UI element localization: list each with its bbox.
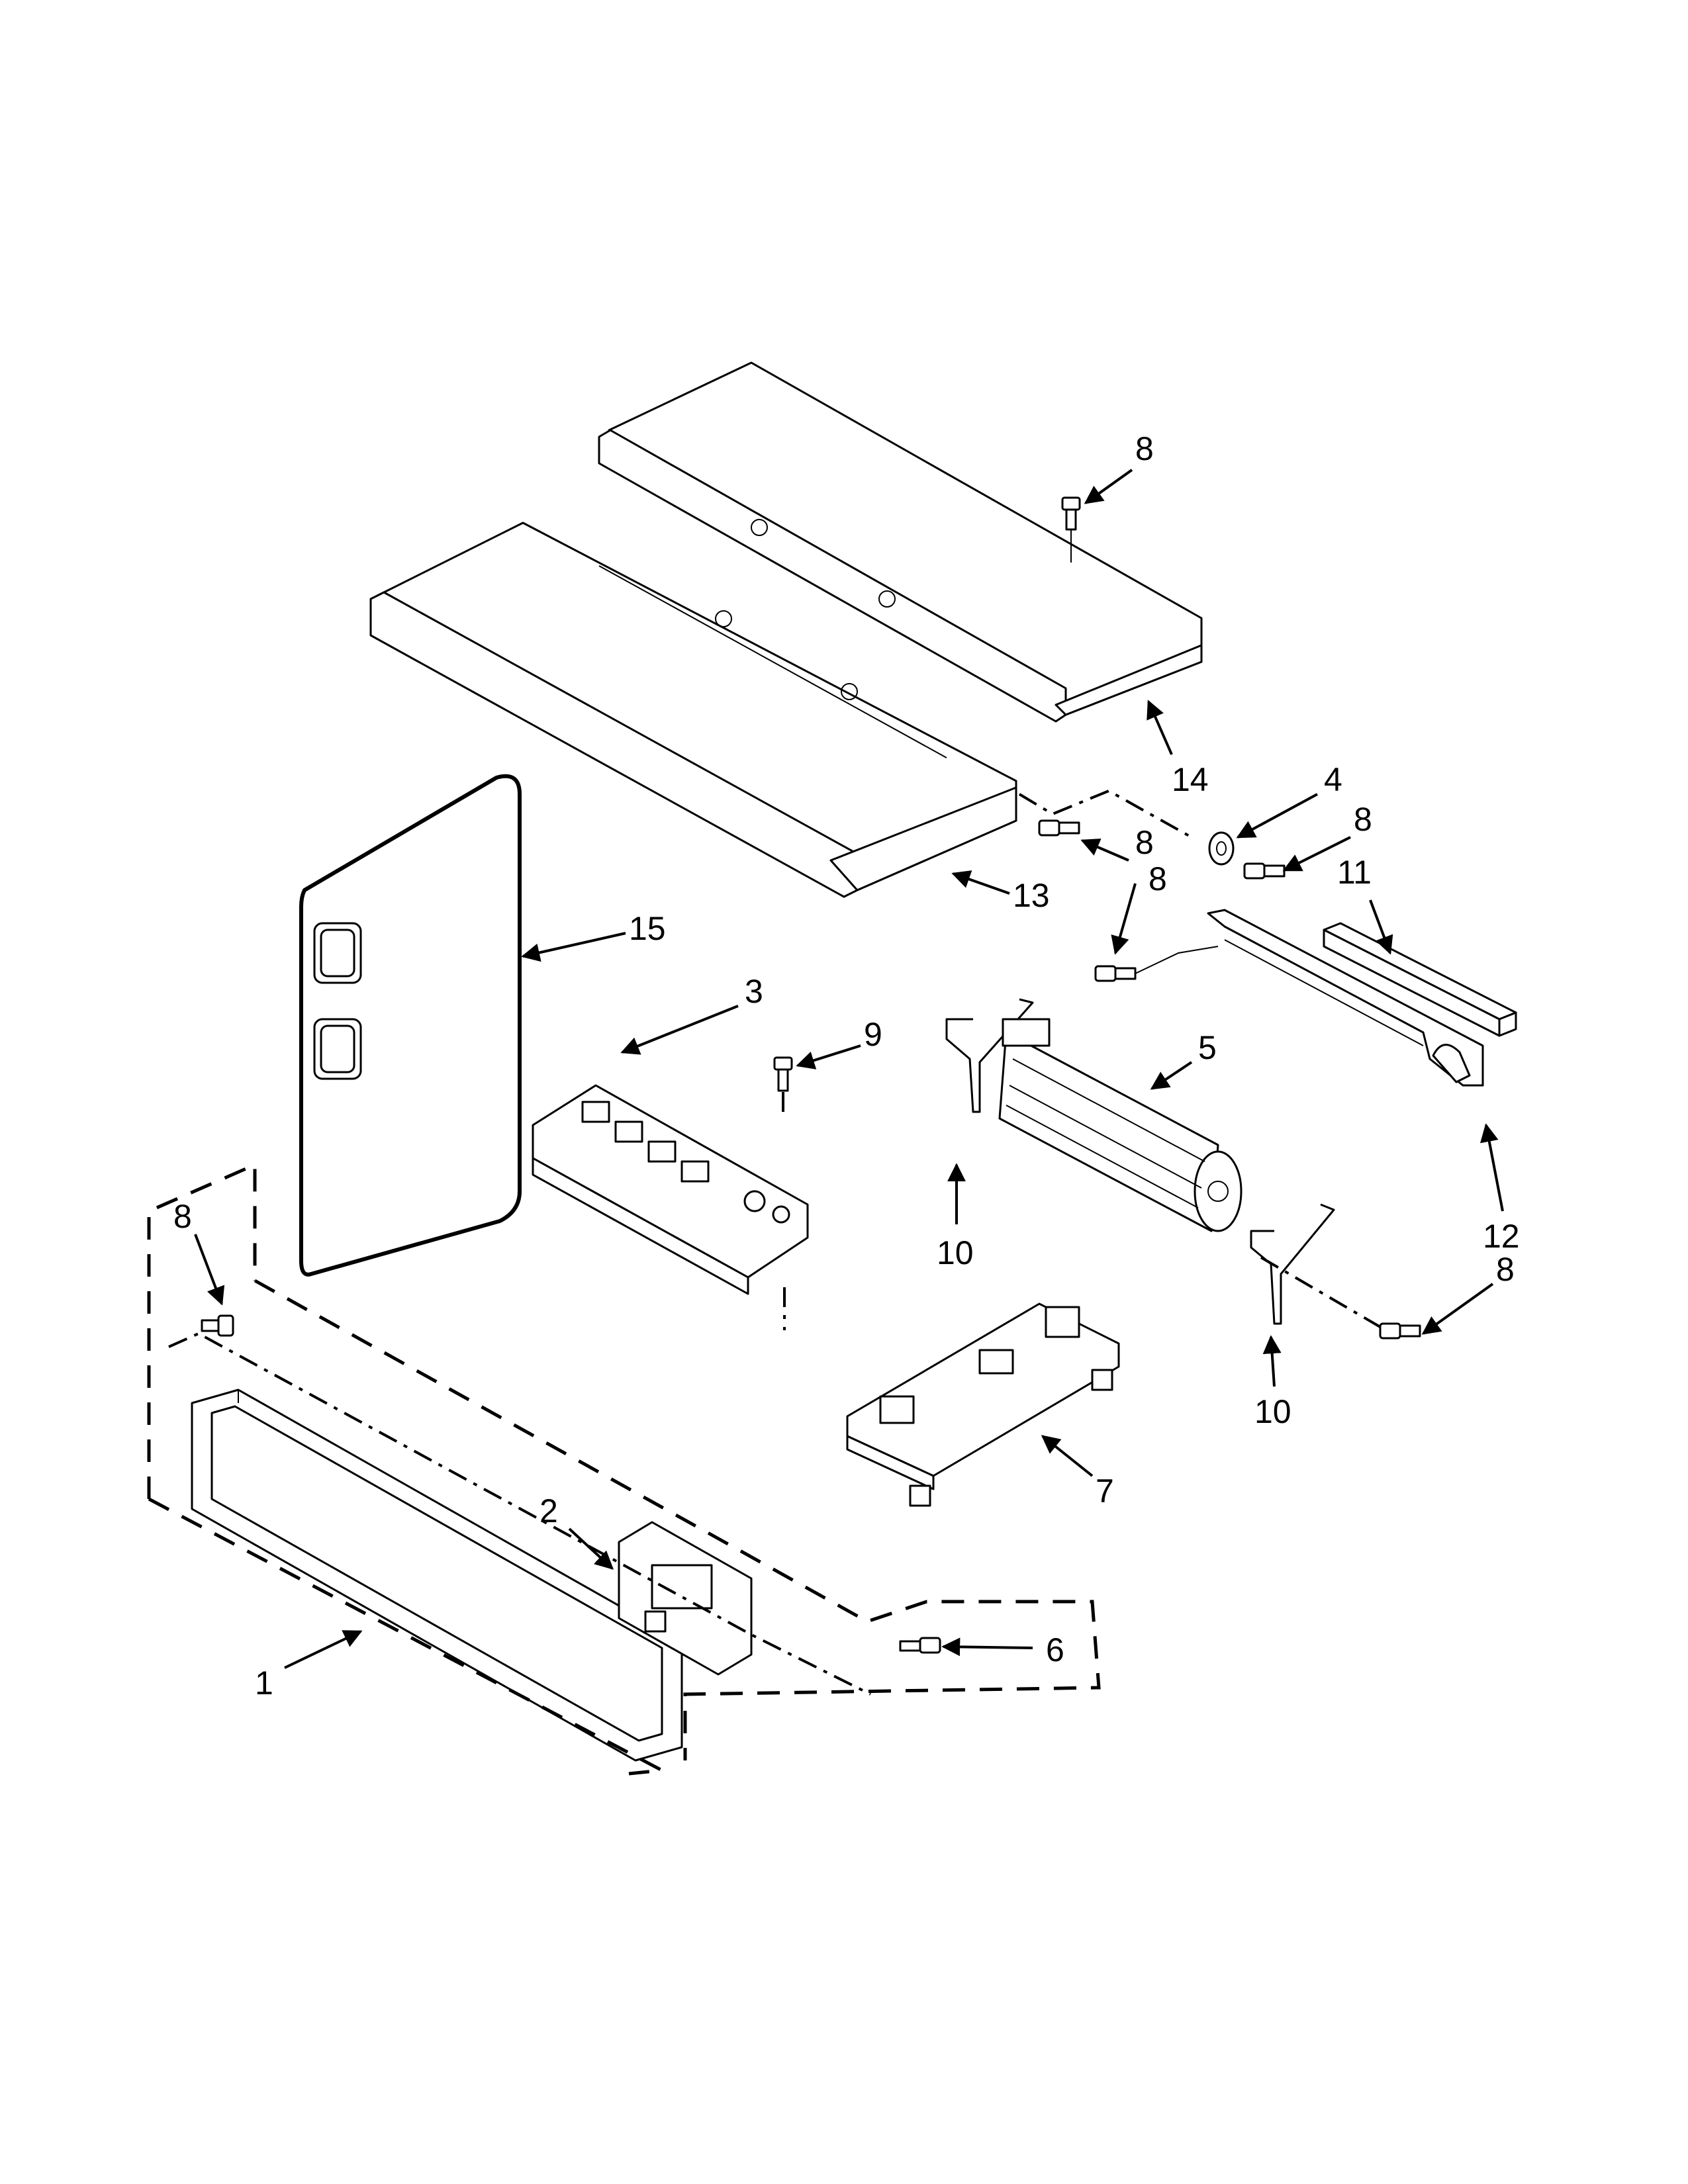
callout-5: 5 (1198, 1029, 1217, 1066)
callout-8-right: 8 (1496, 1251, 1515, 1288)
callout-9: 9 (864, 1016, 882, 1053)
callout-8-left: 8 (173, 1198, 192, 1235)
part-8-screw-bracket (1094, 946, 1219, 982)
callout-2: 2 (539, 1492, 558, 1529)
part-11-insulation-strip (1323, 922, 1517, 1037)
callout-8-washer: 8 (1354, 801, 1372, 838)
callout-11: 11 (1337, 854, 1372, 891)
callout-13: 13 (1013, 877, 1050, 914)
assembly-boundaries (147, 789, 1382, 1776)
part-13-top-cover (369, 522, 1017, 898)
part-8-screw-left (201, 1314, 234, 1337)
part-8-screw-cover (1038, 819, 1080, 837)
callout-3: 3 (745, 973, 763, 1010)
callout-7: 7 (1096, 1473, 1114, 1510)
callout-15: 15 (629, 910, 666, 947)
part-1-control-panel (191, 1388, 683, 1762)
callout-8-bracket: 8 (1149, 860, 1167, 897)
part-6-screw (899, 1637, 941, 1654)
callout-1: 1 (255, 1664, 273, 1702)
part-15-side-panel (299, 774, 522, 1277)
part-14-top-cover (598, 361, 1203, 723)
callout-10-left: 10 (937, 1234, 974, 1271)
callout-labels: 8 14 4 8 11 8 8 13 15 3 9 5 10 12 8 10 7… (173, 430, 1520, 1702)
part-8-screw-washer (1243, 862, 1286, 880)
callout-14: 14 (1172, 761, 1209, 798)
part-4-washer (1208, 831, 1235, 866)
part-3-control-board (532, 1084, 809, 1330)
part-8-screw-right (1379, 1322, 1421, 1340)
callout-leaders (194, 469, 1504, 1669)
part-12-fan-bracket (1207, 909, 1484, 1087)
callout-10-right: 10 (1254, 1393, 1291, 1430)
part-5-blower-fan (998, 1018, 1243, 1232)
callout-12: 12 (1483, 1218, 1520, 1255)
callout-4: 4 (1324, 761, 1342, 798)
part-8-screw-top (1061, 496, 1081, 563)
part-9-screw (773, 1056, 793, 1118)
part-7-relay-board (846, 1302, 1120, 1507)
callout-6: 6 (1046, 1631, 1064, 1668)
callout-8-top: 8 (1135, 430, 1154, 467)
part-10-bracket-right (1250, 1203, 1335, 1325)
callout-8-cover: 8 (1135, 824, 1154, 861)
